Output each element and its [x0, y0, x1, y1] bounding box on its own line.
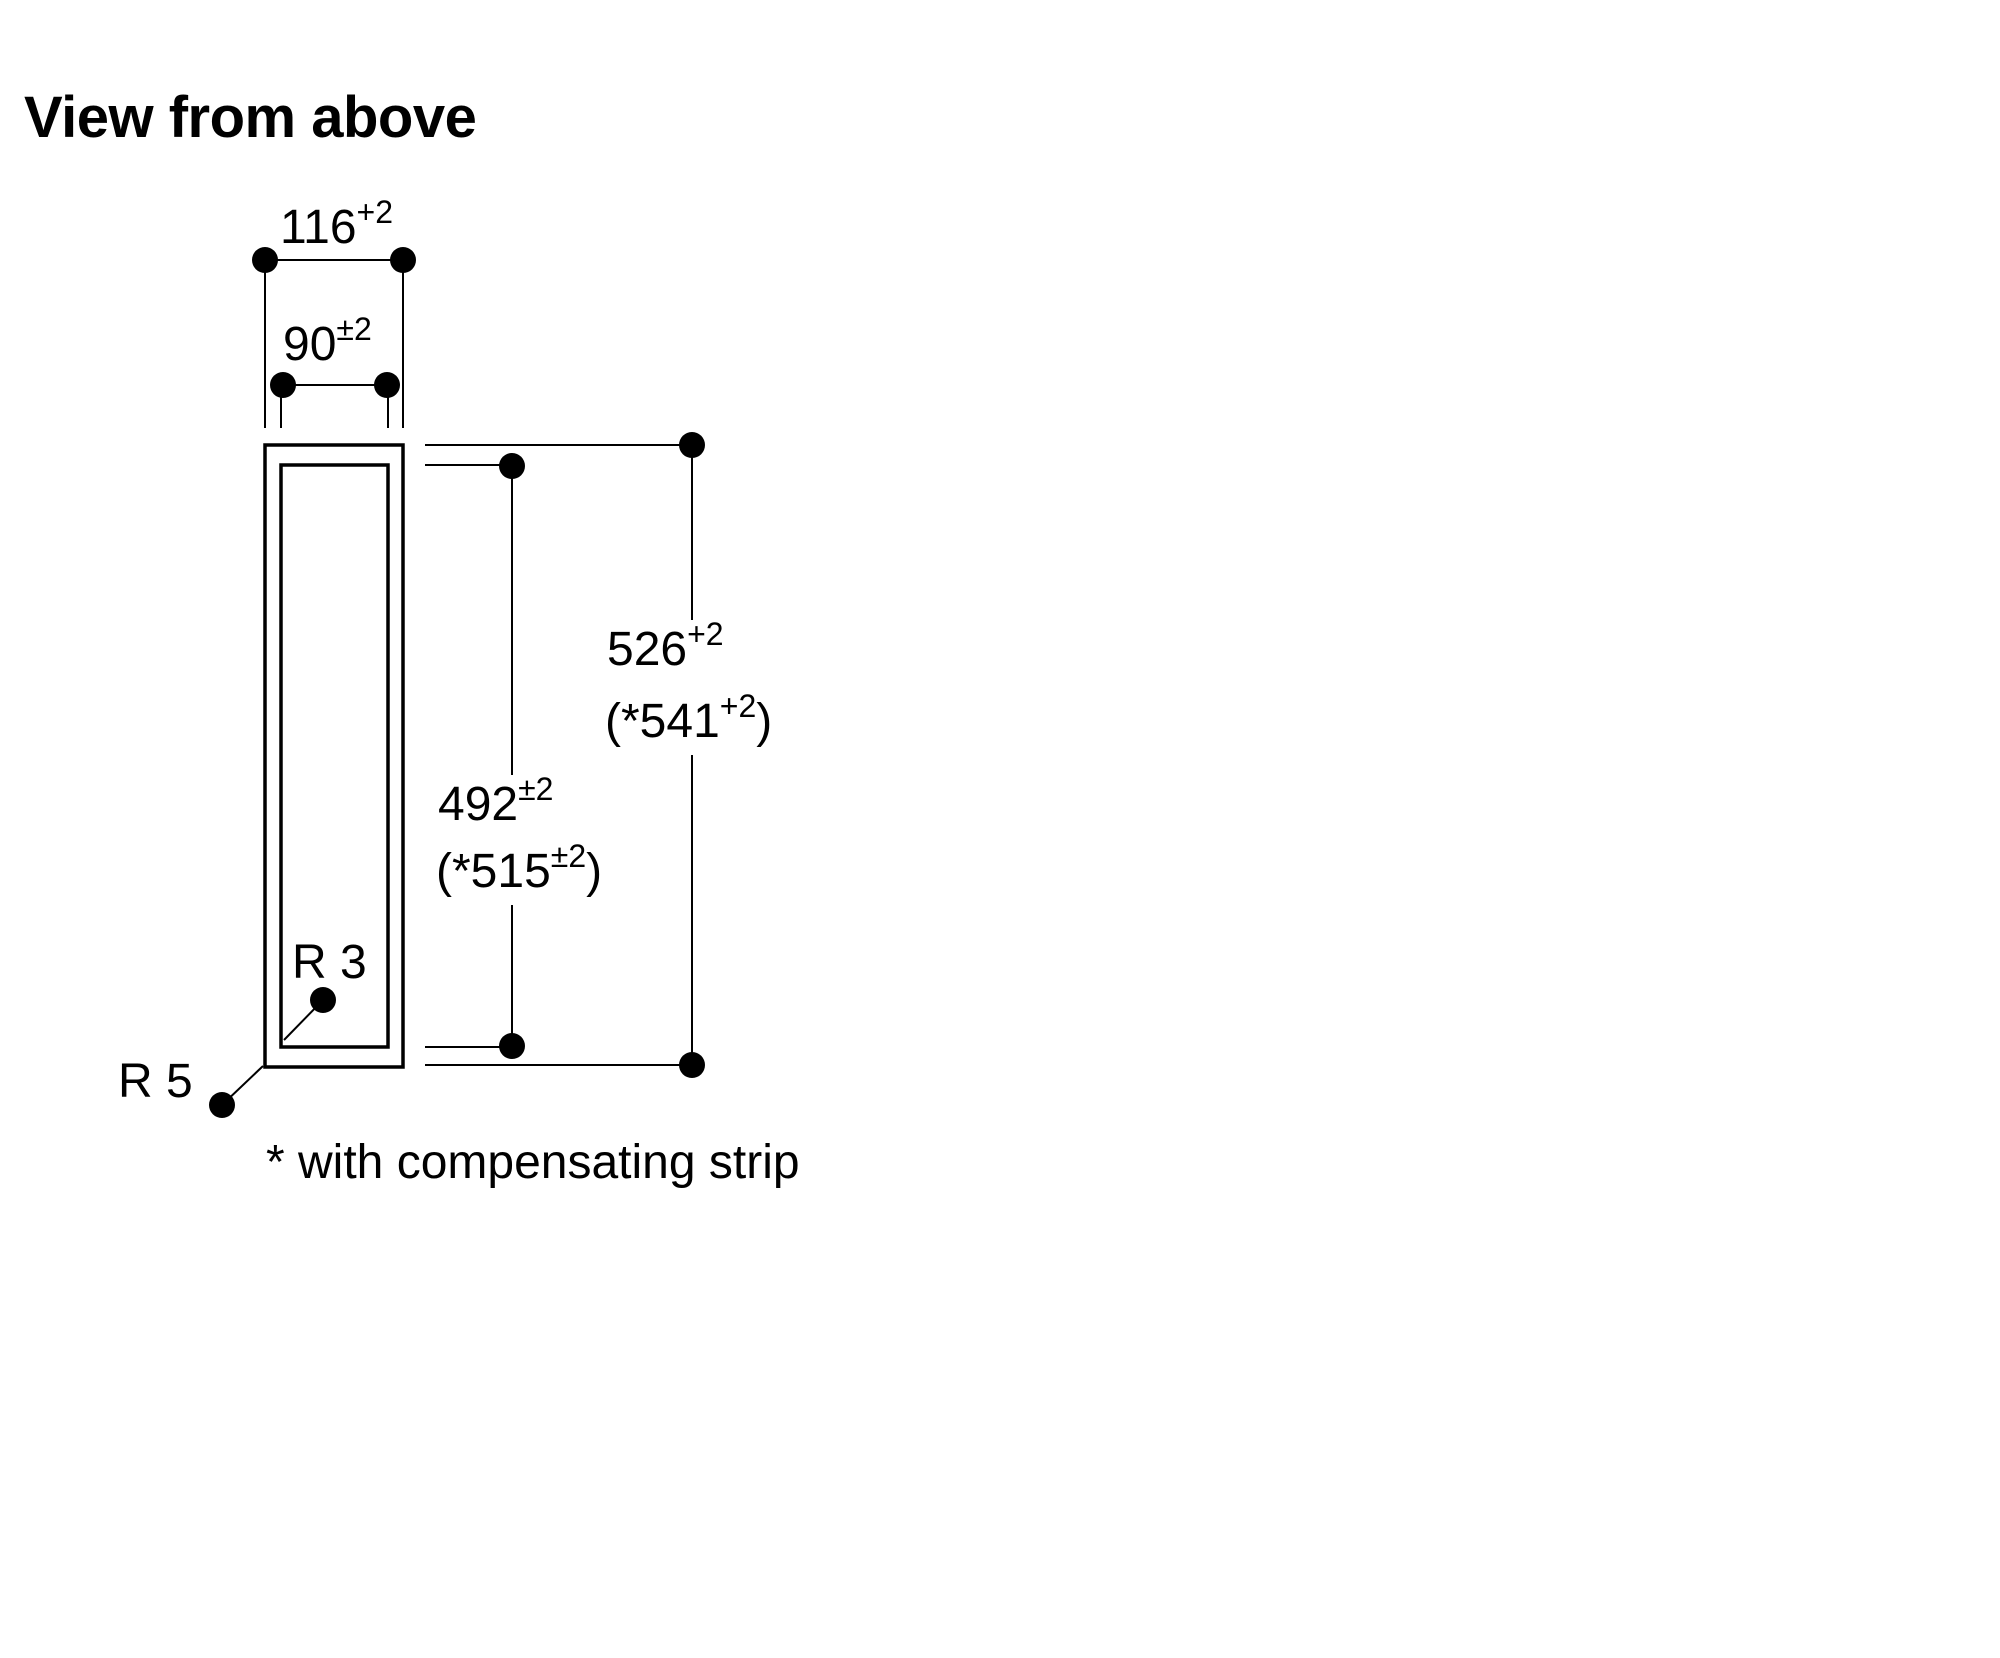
- inner-radius-label: R 3: [292, 936, 367, 989]
- inner-depth-dimension: 492±2 (*515±2): [425, 453, 602, 1059]
- inner-radius-callout: R 3: [283, 936, 367, 1041]
- outer-width-label: 116+2: [280, 194, 393, 254]
- inner-depth-alt-label: (*515±2): [436, 838, 602, 898]
- outer-radius-label: R 5: [118, 1055, 193, 1108]
- page-title: View from above: [24, 85, 477, 150]
- inner-width-label: 90±2: [283, 311, 372, 371]
- outer-depth-label: 526+2: [607, 616, 724, 676]
- inner-cutout-outline: [279, 463, 390, 1049]
- footnote: * with compensating strip: [266, 1136, 800, 1189]
- inner-depth-label: 492±2: [438, 771, 553, 831]
- outer-depth-alt-label: (*541+2): [605, 688, 772, 748]
- outer-radius-callout: R 5: [118, 1055, 264, 1118]
- outer-depth-dimension: 526+2 (*541+2): [425, 432, 772, 1078]
- outer-cutout-outline: [263, 443, 405, 1069]
- inner-width-dimension: 90±2: [270, 311, 400, 428]
- outer-width-dimension: 116+2: [252, 194, 416, 428]
